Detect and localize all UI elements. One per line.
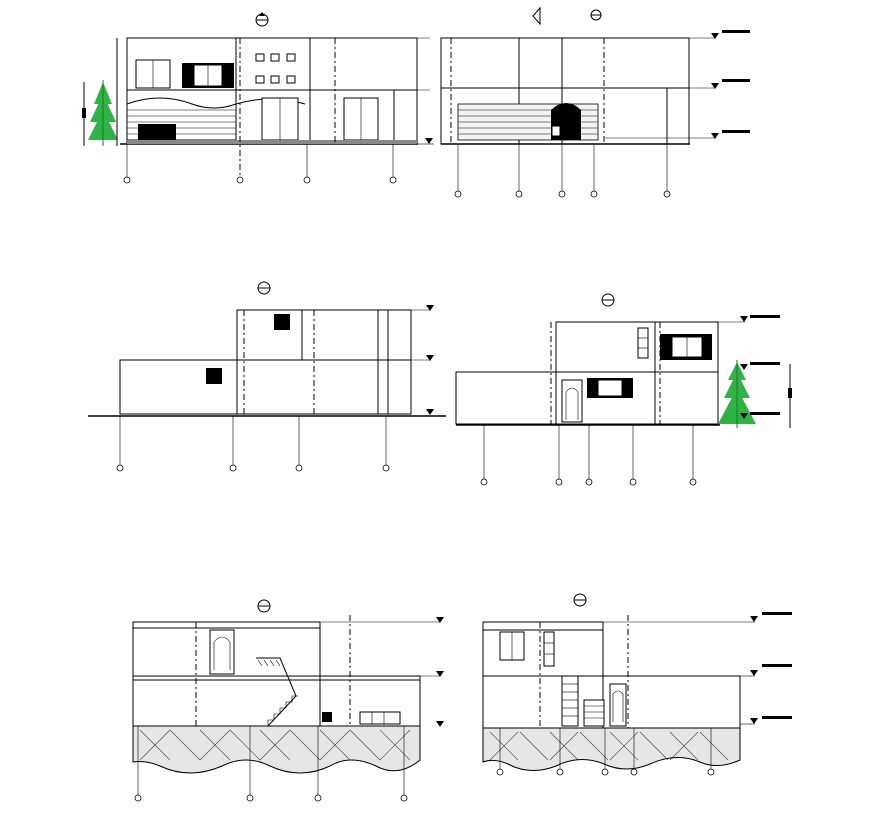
section-marker-icon [255,12,269,27]
window-dark-lower [206,368,222,384]
right-side-elevation [455,293,792,486]
section-marker-icon [573,593,587,607]
window-vertical-grid [637,327,649,359]
tree-icon [88,80,118,146]
section-marker-icon [257,599,271,613]
section-marker-icon [257,281,271,295]
stair-section [561,675,579,727]
section-door [209,629,235,675]
section-marker-icon [601,293,615,307]
rear-elevation [440,6,750,198]
small-windows-grid [255,53,296,84]
left-side-elevation [88,281,446,472]
longitudinal-section [132,599,444,802]
ground-hatch [132,725,421,774]
tree-icon [718,360,756,428]
window-dark-upper [274,314,290,330]
section-marker-icon [532,6,602,26]
cross-section [482,593,792,776]
side-door [561,379,583,423]
stair [256,657,298,727]
ground-hatch [482,727,741,771]
front-elevation [82,12,434,184]
